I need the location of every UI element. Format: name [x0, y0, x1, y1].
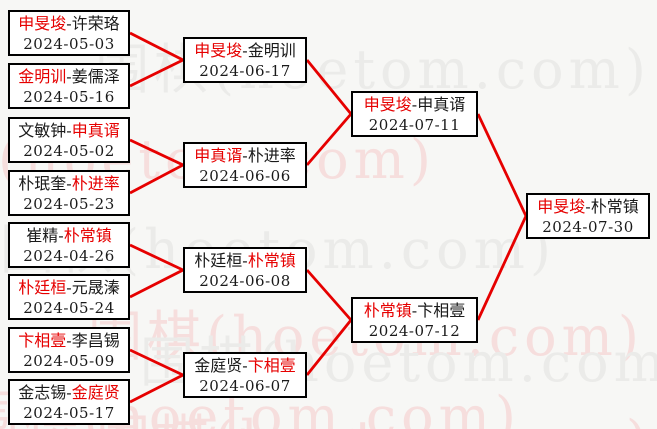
player2-name: 朴常镇	[590, 197, 639, 216]
separator: -	[66, 14, 72, 33]
match-date: 2024-06-08	[199, 272, 291, 290]
match-date: 2024-05-09	[23, 352, 115, 370]
player2-name: 李昌锡	[71, 331, 120, 350]
match-box-r2-3: 朴廷桓-朴常镇 2024-06-08	[183, 247, 307, 293]
match-box-r2-1: 申旻埈-金明训 2024-06-17	[183, 37, 307, 83]
match-date: 2024-05-02	[23, 142, 115, 160]
match-box-r1-7: 卞相壹-李昌锡 2024-05-09	[8, 327, 130, 373]
player2-name: 金明训	[247, 41, 296, 60]
player1-name: 金明训	[18, 67, 67, 86]
player2-name: 许荣珞	[71, 14, 120, 33]
separator: -	[66, 67, 72, 86]
match-players: 金明训-姜儒泽	[10, 66, 128, 88]
player1-name: 朴珉奎	[18, 174, 67, 193]
separator: -	[66, 174, 72, 193]
player2-name: 金庭贤	[71, 383, 120, 402]
player1-name: 申旻埈	[194, 41, 243, 60]
match-date: 2024-06-06	[199, 167, 291, 185]
player2-name: 元晟溱	[71, 278, 120, 297]
player1-name: 申旻埈	[363, 95, 412, 114]
match-date: 2024-07-12	[368, 322, 461, 340]
player1-name: 朴常镇	[363, 301, 412, 320]
match-box-r3-2: 朴常镇-卞相壹 2024-07-12	[351, 297, 478, 343]
match-players: 申旻埈-朴常镇	[528, 196, 648, 218]
separator: -	[242, 146, 248, 165]
match-box-r1-8: 金志锡-金庭贤 2024-05-17	[8, 379, 130, 425]
match-box-r1-4: 朴珉奎-朴进率 2024-05-23	[8, 170, 130, 216]
match-players: 申旻埈-申真谞	[353, 94, 476, 116]
match-players: 崔精-朴常镇	[10, 225, 128, 247]
separator: -	[242, 356, 248, 375]
player1-name: 崔精	[26, 226, 59, 245]
separator: -	[242, 41, 248, 60]
match-players: 申旻埈-金明训	[185, 40, 305, 62]
watermark-text: 围棋(hoetom.com)	[96, 396, 652, 429]
match-players: 金志锡-金庭贤	[10, 382, 128, 404]
player1-name: 金庭贤	[194, 356, 243, 375]
match-players: 申真谞-朴进率	[185, 145, 305, 167]
player1-name: 朴廷桓	[194, 251, 243, 270]
player2-name: 申真谞	[417, 95, 466, 114]
match-date: 2024-06-17	[199, 62, 291, 80]
player2-name: 卞相壹	[247, 356, 296, 375]
player1-name: 卞相壹	[18, 331, 67, 350]
match-date: 2024-05-24	[23, 299, 115, 317]
match-date: 2024-05-03	[23, 35, 115, 53]
match-box-r2-2: 申真谞-朴进率 2024-06-06	[183, 142, 307, 188]
separator: -	[585, 197, 591, 216]
match-players: 朴常镇-卞相壹	[353, 300, 476, 322]
player2-name: 朴进率	[247, 146, 296, 165]
match-players: 卞相壹-李昌锡	[10, 330, 128, 352]
player2-name: 朴常镇	[63, 226, 112, 245]
match-box-r3-1: 申旻埈-申真谞 2024-07-11	[351, 91, 478, 137]
match-date: 2024-07-30	[542, 218, 634, 236]
player1-name: 申真谞	[194, 146, 243, 165]
player2-name: 卞相壹	[417, 301, 466, 320]
separator: -	[66, 278, 72, 297]
match-box-final: 申旻埈-朴常镇 2024-07-30	[526, 193, 650, 239]
player1-name: 申旻埈	[537, 197, 586, 216]
player2-name: 朴常镇	[247, 251, 296, 270]
player2-name: 申真谞	[71, 121, 120, 140]
player1-name: 金志锡	[18, 383, 67, 402]
separator: -	[411, 95, 418, 114]
match-date: 2024-05-23	[23, 195, 115, 213]
match-box-r1-5: 崔精-朴常镇 2024-04-26	[8, 222, 130, 268]
match-box-r1-6: 朴廷桓-元晟溱 2024-05-24	[8, 274, 130, 320]
player1-name: 朴廷桓	[18, 278, 67, 297]
separator: -	[66, 331, 72, 350]
separator: -	[58, 226, 64, 245]
player1-name: 申旻埈	[18, 14, 67, 33]
player2-name: 朴进率	[71, 174, 120, 193]
match-box-r1-1: 申旻埈-许荣珞 2024-05-03	[8, 10, 130, 56]
match-date: 2024-04-26	[23, 247, 115, 265]
match-box-r2-4: 金庭贤-卞相壹 2024-06-07	[183, 352, 307, 398]
match-players: 申旻埈-许荣珞	[10, 13, 128, 35]
match-players: 金庭贤-卞相壹	[185, 355, 305, 377]
match-box-r1-3: 文敏钟-申真谞 2024-05-02	[8, 117, 130, 163]
match-players: 朴廷桓-元晟溱	[10, 277, 128, 299]
match-date: 2024-05-16	[23, 88, 115, 106]
match-players: 文敏钟-申真谞	[10, 120, 128, 142]
match-date: 2024-05-17	[23, 404, 115, 422]
separator: -	[411, 301, 418, 320]
separator: -	[242, 251, 248, 270]
match-players: 朴珉奎-朴进率	[10, 173, 128, 195]
match-players: 朴廷桓-朴常镇	[185, 250, 305, 272]
separator: -	[66, 383, 72, 402]
separator: -	[66, 121, 72, 140]
match-date: 2024-07-11	[368, 116, 461, 134]
player1-name: 文敏钟	[18, 121, 67, 140]
match-date: 2024-06-07	[199, 377, 291, 395]
match-box-r1-2: 金明训-姜儒泽 2024-05-16	[8, 63, 130, 109]
player2-name: 姜儒泽	[71, 67, 120, 86]
